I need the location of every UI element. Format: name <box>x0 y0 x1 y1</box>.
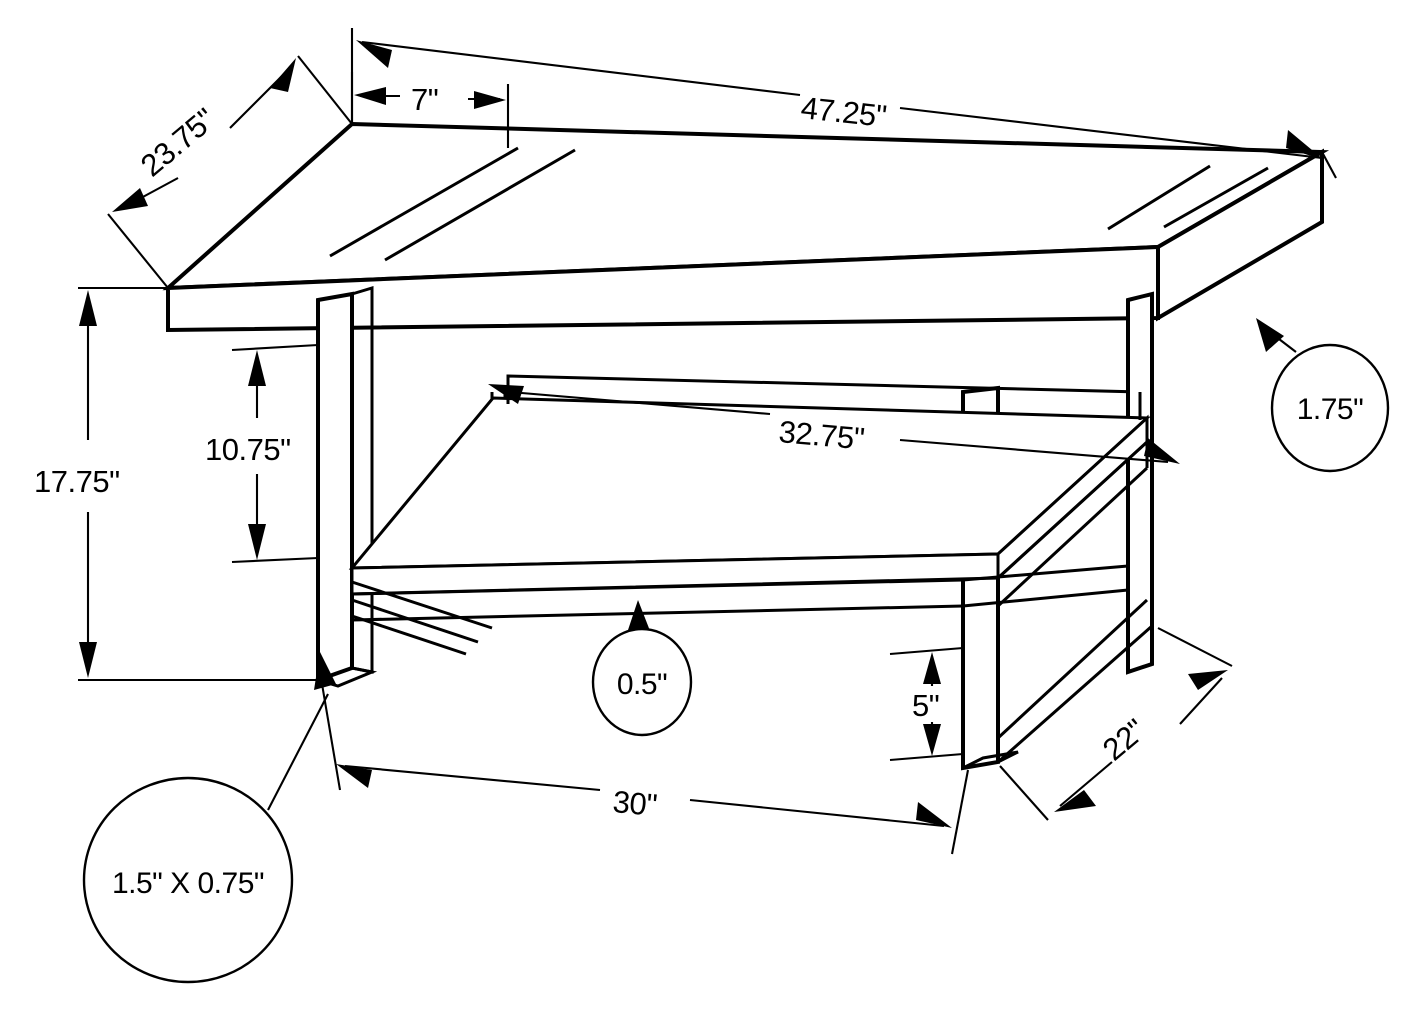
rear-lower-rail-b <box>962 588 1129 608</box>
depth-dim-label: 23.75" <box>134 102 222 184</box>
height-arrow-bottom <box>79 642 97 678</box>
callout-shelf-thickness: 0.5" <box>591 600 693 737</box>
right-front-leg-foot <box>962 750 1019 770</box>
dimension-under-top-clearance: 10.75" <box>205 343 319 564</box>
table-geometry <box>162 121 1330 771</box>
base-length-arrow-right <box>916 802 952 828</box>
base-depth-dim-line-lower <box>1059 761 1113 807</box>
shelf-floor-ext-top <box>889 646 964 656</box>
clearance-ext-top <box>231 343 319 352</box>
length-dim-line-left <box>361 40 801 97</box>
tabletop-right-end-face-outline <box>1156 148 1324 322</box>
clearance-arrow-top <box>248 350 266 386</box>
shelf-thickness-callout-bubble <box>591 627 693 737</box>
shelf-floor-arrow-top <box>923 652 941 684</box>
top-thickness-callout-label: 1.75" <box>1297 393 1364 426</box>
tabletop-right-end-face <box>1158 152 1322 318</box>
left-front-leg-side <box>350 285 374 674</box>
overhang-arrow-right <box>474 91 506 109</box>
tabletop-seam-right-b <box>1107 164 1211 231</box>
front-lower-rail-bottom-edge <box>351 604 964 622</box>
shelf-length-arrow-right <box>1144 438 1180 464</box>
height-arrow-top <box>79 290 97 326</box>
tabletop-front-face <box>168 247 1158 330</box>
base-length-dim-label: 30" <box>611 784 658 823</box>
height-dim-label: 17.75" <box>34 464 120 499</box>
depth-ext-line-upper <box>297 55 353 125</box>
dimension-length: 47.25" <box>350 28 1337 179</box>
dimension-shelf-length: 32.75" <box>488 384 1180 464</box>
callout-top-thickness: 1.75" <box>1256 318 1390 473</box>
shelf-length-dim-line-left <box>509 390 771 416</box>
base-length-arrow-left <box>336 764 372 788</box>
tabletop-seam-right-a <box>1163 166 1269 229</box>
front-lower-rail-top-edge <box>351 578 964 596</box>
dimension-base-length: 30" <box>320 683 970 855</box>
overhang-dim-label: 7" <box>411 82 438 117</box>
left-front-leg-face <box>318 294 352 680</box>
clearance-ext-bottom <box>231 556 319 564</box>
leg-profile-callout-label: 1.5" X 0.75" <box>112 867 264 900</box>
overhang-arrow-left <box>354 87 386 105</box>
top-thickness-arrow <box>1256 318 1284 352</box>
leg-profile-arrow <box>314 652 336 690</box>
base-length-dim-line-left <box>344 764 601 792</box>
base-depth-dim-line-upper <box>1179 677 1223 725</box>
shelf-length-dim-label: 32.75" <box>777 414 865 456</box>
length-dim-label: 47.25" <box>799 90 888 134</box>
clearance-arrow-bottom <box>248 524 266 560</box>
tabletop-top-surface <box>168 124 1322 288</box>
base-depth-dim-label: 22" <box>1096 712 1152 767</box>
right-side-rail-edge-d <box>997 624 1153 764</box>
base-length-ext-right <box>950 769 970 855</box>
shelf-length-arrow-left <box>488 384 524 404</box>
callout-leg-profile: 1.5" X 0.75" <box>82 652 336 984</box>
depth-arrow-upper <box>270 58 296 92</box>
depth-ext-line-lower <box>107 213 169 289</box>
shelf-length-dim-line-right <box>899 438 1169 464</box>
shelf-thickness-callout-label: 0.5" <box>617 668 667 701</box>
right-side-rail-edge-b <box>996 466 1149 608</box>
dimension-height: 17.75" <box>34 286 318 682</box>
dimension-shelf-floor-height: 5" <box>889 646 964 762</box>
base-depth-arrow-lower <box>1054 790 1096 812</box>
rear-lower-rail-a <box>962 564 1129 582</box>
tabletop-seam-left-a <box>329 146 519 258</box>
base-depth-ext-lower <box>999 765 1049 821</box>
length-ext-right <box>1321 151 1337 179</box>
shelf-front-face <box>352 554 998 594</box>
clearance-dim-label: 10.75" <box>205 432 291 467</box>
shelf-floor-ext-bottom <box>889 752 964 762</box>
tabletop-seam-left-b <box>384 148 576 262</box>
right-side-rail-edge-a <box>996 440 1149 580</box>
shelf-floor-arrow-bottom <box>923 724 941 756</box>
base-depth-ext-upper <box>1157 627 1233 667</box>
left-brace-edge-b <box>351 598 479 644</box>
right-rear-leg-face <box>1128 294 1152 672</box>
shelf-thickness-arrow <box>626 600 652 636</box>
shelf-top-surface <box>352 398 1147 568</box>
base-length-dim-line-right <box>689 798 945 828</box>
length-arrow-right <box>1286 130 1324 160</box>
depth-arrow-lower <box>112 188 148 212</box>
top-thickness-callout-bubble <box>1270 343 1390 473</box>
right-rear-leg-foot <box>1127 662 1153 674</box>
right-side-rail-edge-c <box>996 598 1149 740</box>
left-brace-edge-c <box>351 614 467 656</box>
length-arrow-left <box>356 40 392 68</box>
shelf-floor-dim-label: 5" <box>912 688 939 723</box>
leg-profile-leader <box>267 693 329 811</box>
base-depth-arrow-upper <box>1188 670 1228 690</box>
left-brace-edge-a <box>351 580 493 630</box>
dimension-overhang: 7" <box>350 72 510 148</box>
length-dim-line-right <box>899 106 1323 160</box>
leg-profile-callout-bubble <box>82 776 294 984</box>
